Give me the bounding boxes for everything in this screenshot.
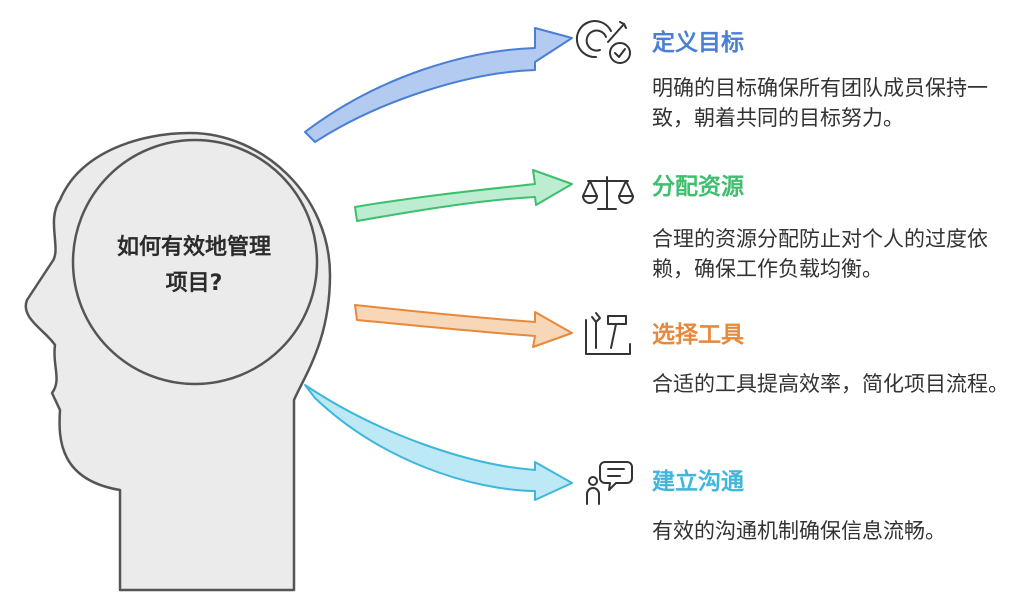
item-title-allocate-resources: 分配资源 (652, 174, 744, 200)
person-speech-icon (586, 461, 633, 505)
balance-scale-icon (582, 176, 634, 210)
item-desc-allocate-resources: 合理的资源分配防止对个人的过度依赖，确保工作负载均衡。 (652, 227, 988, 281)
item-desc-define-goals: 明确的目标确保所有团队成员保持一致，朝着共同的目标努力。 (652, 76, 988, 130)
arrow-3 (354, 304, 573, 348)
item-desc-select-tools: 合适的工具提高效率，简化项目流程。 (652, 372, 1009, 396)
item-title-define-goals: 定义目标 (652, 30, 744, 56)
target-check-icon (575, 20, 631, 64)
item-title-select-tools: 选择工具 (652, 322, 744, 348)
arrow-1 (304, 27, 573, 143)
arrow-4 (304, 384, 573, 501)
arrow-2 (354, 169, 573, 222)
item-desc-establish-communication: 有效的沟通机制确保信息流畅。 (652, 519, 946, 543)
center-question-line1: 如何有效地管理 (116, 235, 271, 260)
center-question: 如何有效地管理 项目? (84, 230, 304, 302)
tools-icon (585, 312, 631, 355)
center-question-line2: 项目? (165, 271, 223, 296)
center-circle (71, 138, 319, 386)
item-title-establish-communication: 建立沟通 (652, 469, 744, 495)
